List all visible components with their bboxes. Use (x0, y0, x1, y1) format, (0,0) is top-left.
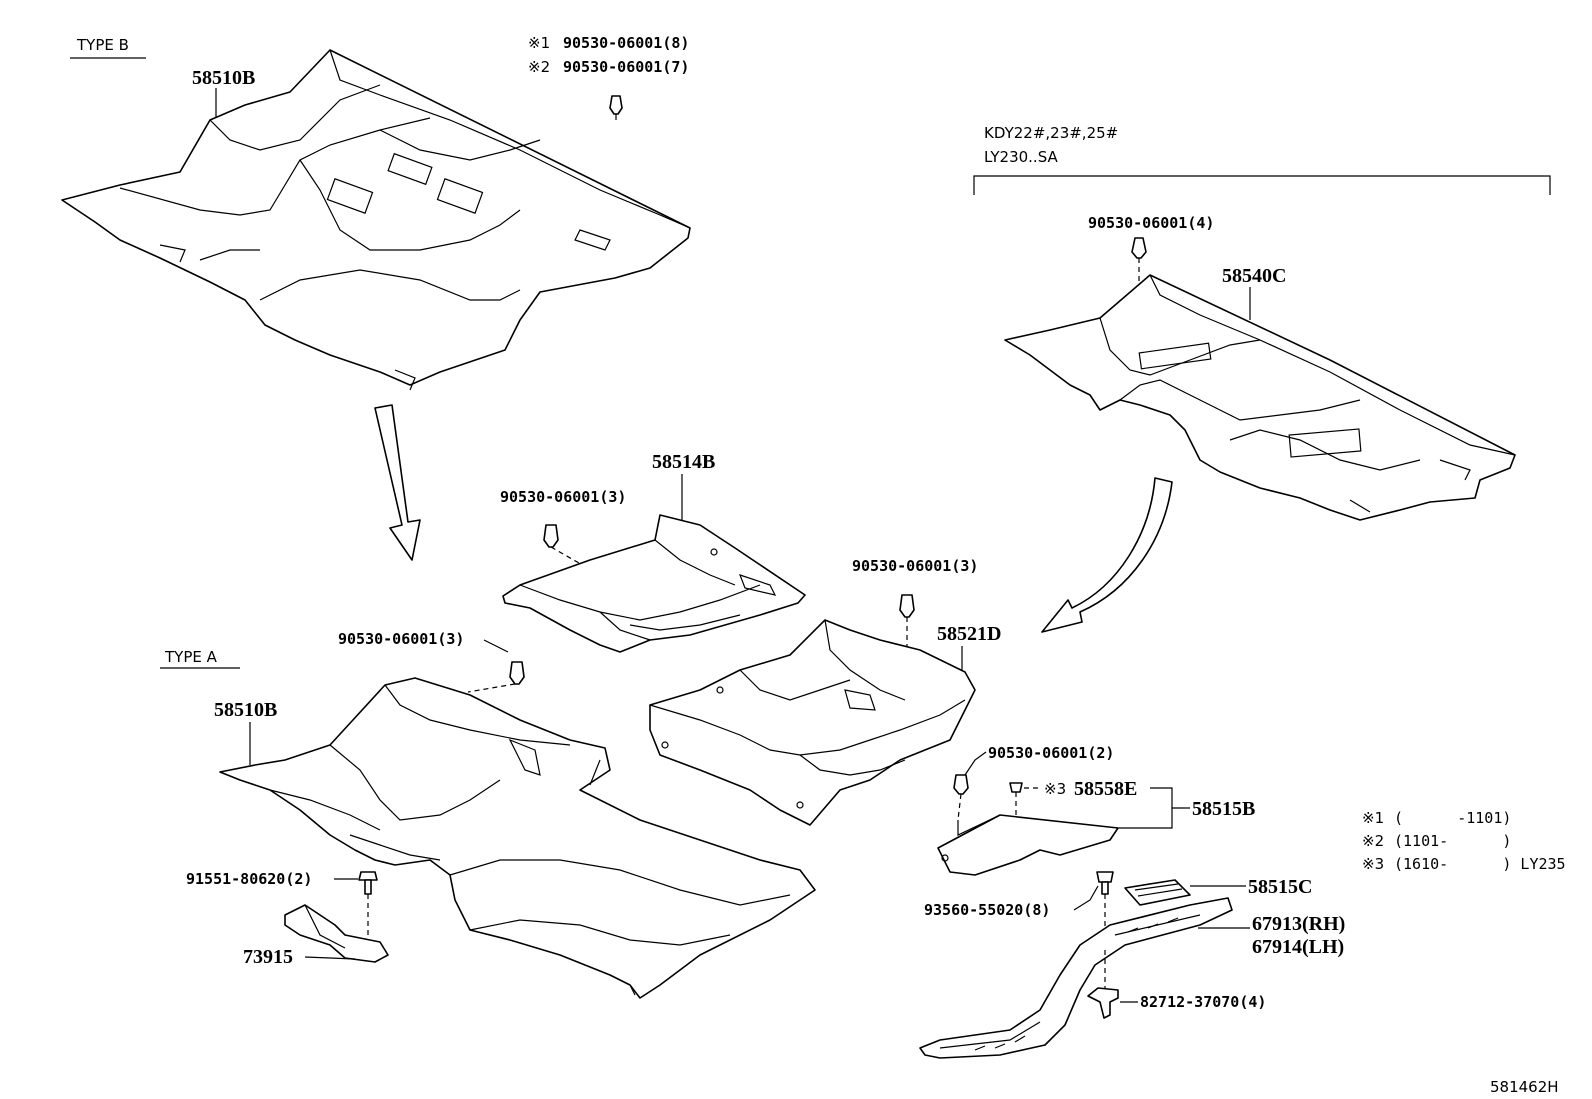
model-line-1: KDY22#,23#,25# (984, 124, 1118, 142)
legend: ※1 ( -1101) ※2 (1101- ) ※3 (1610- ) LY23… (1362, 809, 1566, 873)
clip-2-label[interactable]: 90530-06001(2) (988, 744, 1114, 762)
model-line-2: LY230..SA (984, 148, 1058, 166)
group-58521d: 90530-06001(3) 58521D (649, 557, 1001, 826)
part-58510b-top-label[interactable]: 58510B (192, 67, 255, 89)
clip-58540c-label[interactable]: 90530-06001(4) (1088, 214, 1214, 232)
front-floor-carpet-58514b[interactable] (502, 514, 806, 653)
part-58558e-mark: ※3 (1044, 780, 1066, 798)
group-scuff: 90530-06001(2) ※3 58558E 58515B 93560-55… (919, 744, 1345, 1059)
diagram-id: 581462H (1490, 1078, 1559, 1096)
clip-icon-58540c (1131, 237, 1147, 259)
group-type-b: TYPE B 58510B ※1 90530-06001(8) ※2 90530… (61, 34, 691, 561)
part-58540c-label[interactable]: 58540C (1222, 265, 1286, 287)
legend-1-text: ( -1101) (1394, 809, 1511, 827)
bolt-91551-label[interactable]: 91551-80620(2) (186, 870, 312, 888)
bolt-icon-91551 (358, 871, 378, 895)
scuff-plate-58515b[interactable] (937, 814, 1119, 876)
clip-58521d-label[interactable]: 90530-06001(3) (852, 557, 978, 575)
type-a-label: TYPE A (164, 648, 218, 666)
arrow-type-b-to-a (374, 404, 421, 561)
type-b-label: TYPE B (76, 36, 129, 54)
clip-82712-label[interactable]: 82712-37070(4) (1140, 993, 1266, 1011)
clip-icon-type-b (609, 95, 623, 120)
plate-58515c[interactable] (1124, 879, 1191, 906)
part-58515b-label[interactable]: 58515B (1192, 798, 1255, 820)
note-2-part[interactable]: 90530-06001(7) (563, 58, 689, 76)
note-1-part[interactable]: 90530-06001(8) (563, 34, 689, 52)
clip-icon-type-a (509, 661, 525, 685)
screw-icon-93560 (1096, 871, 1114, 895)
clip-icon-82712 (1087, 987, 1119, 1019)
group-type-a: TYPE A 90530-06001(3) 58510B 91551-80620… (160, 630, 816, 999)
note-1-mark: ※1 (528, 34, 550, 52)
part-58514b-label[interactable]: 58514B (652, 451, 715, 473)
arrow-variant-to-main (1041, 477, 1173, 633)
bracket-73915[interactable] (284, 904, 389, 963)
part-67913-label[interactable]: 67913(RH) (1252, 913, 1345, 935)
rear-floor-carpet-58540c[interactable] (1004, 274, 1516, 521)
clip-type-a-label[interactable]: 90530-06001(3) (338, 630, 464, 648)
note-2-mark: ※2 (528, 58, 550, 76)
group-58514b: 58514B 90530-06001(3) (500, 451, 806, 653)
group-model-variant: KDY22#,23#,25# LY230..SA 90530-06001(4) … (973, 124, 1551, 633)
dash-type-a (467, 683, 516, 693)
clip-icon-58521d (899, 594, 915, 618)
model-bracket (973, 175, 1551, 195)
leader-screw-93560 (1073, 885, 1099, 911)
door-scuff-67913[interactable] (919, 897, 1233, 1059)
screw-93560-label[interactable]: 93560-55020(8) (924, 901, 1050, 919)
leader-clip-2 (964, 751, 987, 776)
clip-icon-2 (953, 774, 969, 795)
legend-3-text: (1610- ) LY235 (1394, 855, 1566, 873)
floor-carpet-type-a[interactable] (219, 677, 816, 999)
part-67914-label[interactable]: 67914(LH) (1252, 936, 1344, 958)
leader-clip-type-a (483, 639, 509, 653)
clip-58514b-label[interactable]: 90530-06001(3) (500, 488, 626, 506)
part-58510b-bottom-label[interactable]: 58510B (214, 699, 277, 721)
dash-clip-2 (957, 793, 962, 821)
legend-2-text: (1101- ) (1394, 832, 1511, 850)
floor-carpet-type-b[interactable] (61, 49, 691, 391)
part-58558e-label[interactable]: 58558E (1074, 778, 1137, 800)
clip-icon-58558e (1009, 782, 1023, 793)
part-58515c-label[interactable]: 58515C (1248, 876, 1312, 898)
part-73915-label[interactable]: 73915 (243, 946, 293, 968)
legend-2-mark: ※2 (1362, 832, 1384, 850)
part-58521d-label[interactable]: 58521D (937, 623, 1001, 645)
center-floor-carpet-58521d[interactable] (649, 619, 976, 826)
clip-icon-58514b (543, 524, 559, 548)
leader-73915 (304, 956, 356, 960)
legend-3-mark: ※3 (1362, 855, 1384, 873)
legend-1-mark: ※1 (1362, 809, 1384, 827)
